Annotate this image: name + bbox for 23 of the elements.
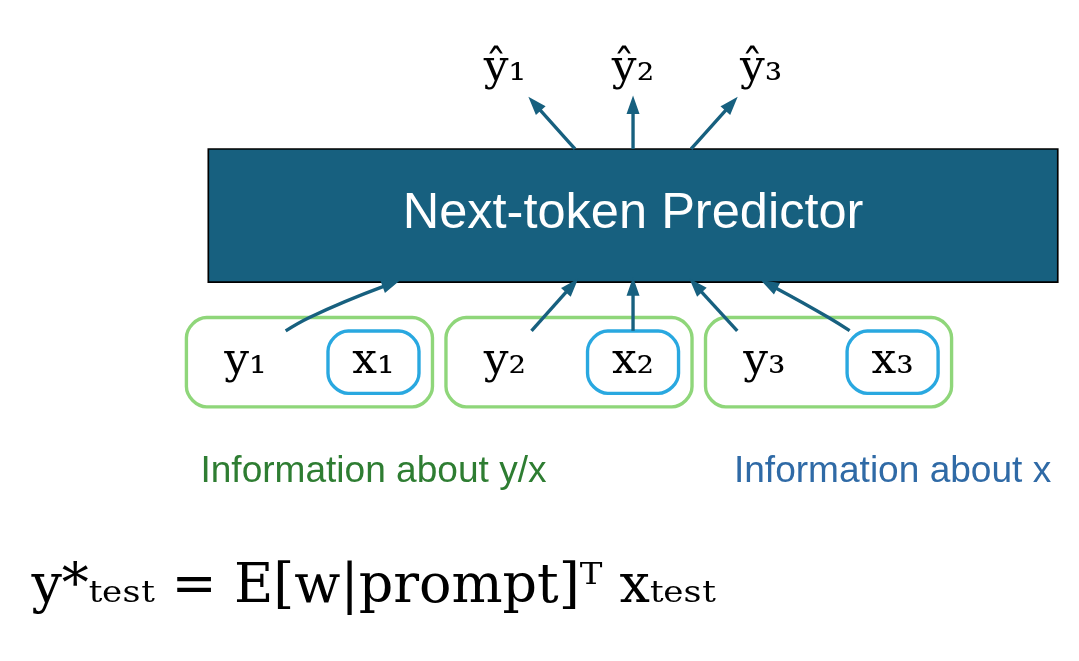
arrow [530, 278, 579, 332]
node-box: Next-token Predictor [207, 147, 1059, 283]
arrow [689, 96, 738, 150]
node-box: x₁ [326, 328, 421, 395]
label: Information about y/x [200, 447, 547, 490]
arrow [760, 279, 851, 332]
arrow [528, 96, 577, 150]
arrow [284, 279, 401, 332]
node-box: x₂ [585, 328, 681, 395]
node-text: ŷ₁ [483, 38, 527, 90]
arrow [689, 278, 739, 332]
node-text: ŷ₃ [739, 38, 783, 90]
cluster [703, 315, 954, 409]
arrow [626, 95, 640, 149]
label: Information about x [733, 447, 1052, 490]
node-text: y₁ [224, 331, 267, 383]
node-text: y₂ [483, 331, 527, 383]
node-box: x₃ [845, 328, 940, 395]
node-text: y₃ [743, 331, 786, 383]
cluster [184, 315, 435, 409]
label: y*ₜₑₛₜ = E[w|prompt]ᵀ xₜₑₛₜ [31, 551, 716, 615]
node-text: ŷ₂ [611, 38, 655, 90]
cluster [444, 315, 694, 409]
